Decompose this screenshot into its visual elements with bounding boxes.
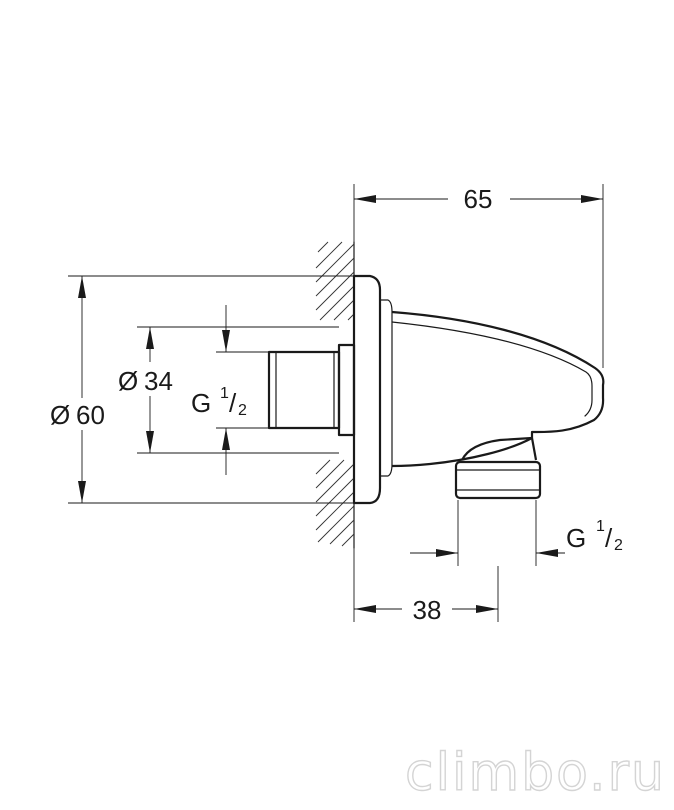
outlet-thread-nipple [454, 436, 542, 500]
dim-diameter-34: Ø 34 [118, 326, 339, 454]
dim-thread-inlet-num: 1 [220, 385, 229, 402]
inlet-collar [337, 343, 356, 437]
dim-thread-outlet-den: 2 [614, 537, 623, 554]
dim-65: 65 [353, 184, 604, 368]
wall-hatch-lower [315, 459, 355, 547]
dim-thread-inlet: G 1 / 2 [191, 305, 269, 475]
dim-thread-inlet-slash: / [229, 388, 237, 418]
dim-38-label: 38 [413, 595, 442, 625]
dim-thread-outlet-num: 1 [596, 518, 605, 535]
dim-38: 38 [353, 548, 499, 625]
dim-60-symbol: Ø [50, 400, 70, 430]
inlet-pipe-outline [267, 350, 341, 430]
wall-section [315, 241, 355, 549]
dim-thread-outlet-prefix: G [566, 523, 586, 553]
dim-34-label: 34 [144, 366, 173, 396]
dim-thread-inlet-prefix: G [191, 388, 211, 418]
dim-60-label: 60 [76, 400, 105, 430]
outlet-thread-body [454, 460, 542, 500]
rosette-flange [352, 274, 393, 505]
dim-diameter-60: Ø 60 [50, 275, 354, 504]
dim-thread-outlet: G 1 / 2 [410, 500, 623, 566]
dim-thread-outlet-slash: / [605, 523, 613, 553]
dim-34-symbol: Ø [118, 366, 138, 396]
wall-outlet-body [391, 310, 605, 468]
inlet-thread-pipe [267, 343, 356, 437]
watermark-text: climbo.ru [405, 743, 666, 803]
dim-65-label: 65 [464, 184, 493, 214]
dim-thread-inlet-den: 2 [238, 402, 247, 419]
wall-hatch-upper [315, 241, 355, 321]
